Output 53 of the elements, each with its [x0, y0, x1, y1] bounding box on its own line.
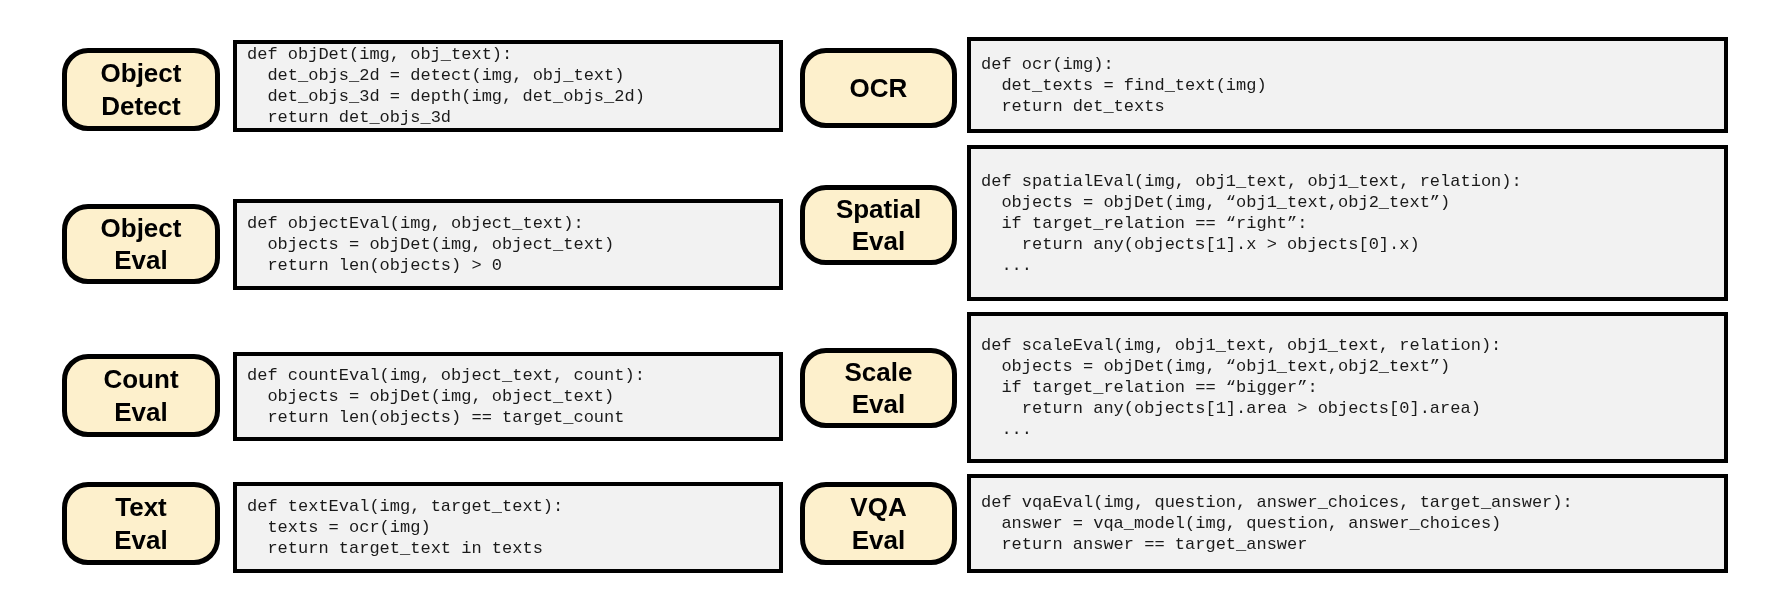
label-pill	[62, 354, 220, 437]
module-name: Text Eval	[113, 491, 169, 556]
code-line: return det_objs_3d	[266, 107, 452, 128]
code-box	[967, 37, 1728, 133]
module-name: Object Eval	[99, 211, 183, 277]
label-pill	[800, 348, 957, 428]
code-line: return len(objects) == target_count	[266, 407, 625, 428]
code-box	[233, 40, 783, 132]
label-pill	[62, 204, 220, 284]
module-name: VQA Eval	[849, 491, 908, 556]
code-line: def scaleEval(img, obj1_text, obj1_text, relation):	[981, 335, 1502, 356]
code-line: det_texts = find_text(img)	[1000, 74, 1267, 96]
code-box	[967, 145, 1728, 301]
code-line: return any(objects[1].area > objects[0].area)	[1020, 398, 1481, 419]
label-pill	[62, 482, 220, 565]
code-line: texts = ocr(img)	[266, 517, 431, 538]
code-line: return len(objects) > 0	[266, 255, 503, 276]
code-line: def vqaEval(img, question, answer_choices, target_answer):	[981, 492, 1573, 513]
code-line: return answer == target_answer	[1000, 534, 1308, 555]
code-line: if target_relation == “right”:	[1000, 212, 1308, 234]
code-line: objects = objDet(img, object_text)	[266, 386, 615, 407]
code-line: def ocr(img):	[981, 53, 1114, 75]
module-name: Object Detect	[99, 57, 183, 122]
code-line: objects = objDet(img, “obj1_text,obj2_text”)	[1000, 356, 1451, 377]
module-name: Spatial Eval	[834, 192, 923, 258]
code-line: objects = objDet(img, object_text)	[266, 234, 615, 255]
code-line: return det_texts	[1000, 95, 1165, 117]
code-line: return any(objects[1].x > objects[0].x)	[1020, 233, 1420, 255]
label-pill	[62, 48, 220, 131]
code-line: def objectEval(img, object_text):	[247, 213, 584, 234]
code-line: def textEval(img, target_text):	[247, 496, 564, 517]
label-pill	[800, 48, 957, 128]
code-line: answer = vqa_model(img, question, answer_choices)	[1000, 513, 1502, 534]
code-line: def objDet(img, obj_text):	[247, 44, 513, 65]
code-line: def countEval(img, object_text, count):	[247, 365, 645, 386]
code-line: det_objs_3d = depth(img, det_objs_2d)	[266, 86, 645, 107]
code-box	[967, 474, 1728, 573]
code-box	[967, 312, 1728, 463]
module-name: Scale Eval	[843, 355, 914, 421]
code-line: ...	[1000, 254, 1032, 276]
code-box	[233, 352, 783, 441]
code-line: return target_text in texts	[266, 538, 543, 559]
code-box	[233, 482, 783, 573]
code-box	[233, 199, 783, 290]
module-name: OCR	[849, 71, 908, 105]
code-line: if target_relation == “bigger”:	[1000, 377, 1318, 398]
label-pill	[800, 185, 957, 265]
label-pill	[800, 482, 957, 565]
code-line: def spatialEval(img, obj1_text, obj1_text, relation):	[981, 170, 1522, 192]
code-line: ...	[1000, 419, 1032, 440]
code-line: objects = objDet(img, “obj1_text,obj2_text”)	[1000, 191, 1451, 213]
module-name: Count Eval	[102, 363, 180, 428]
code-line: det_objs_2d = detect(img, obj_text)	[266, 65, 625, 86]
